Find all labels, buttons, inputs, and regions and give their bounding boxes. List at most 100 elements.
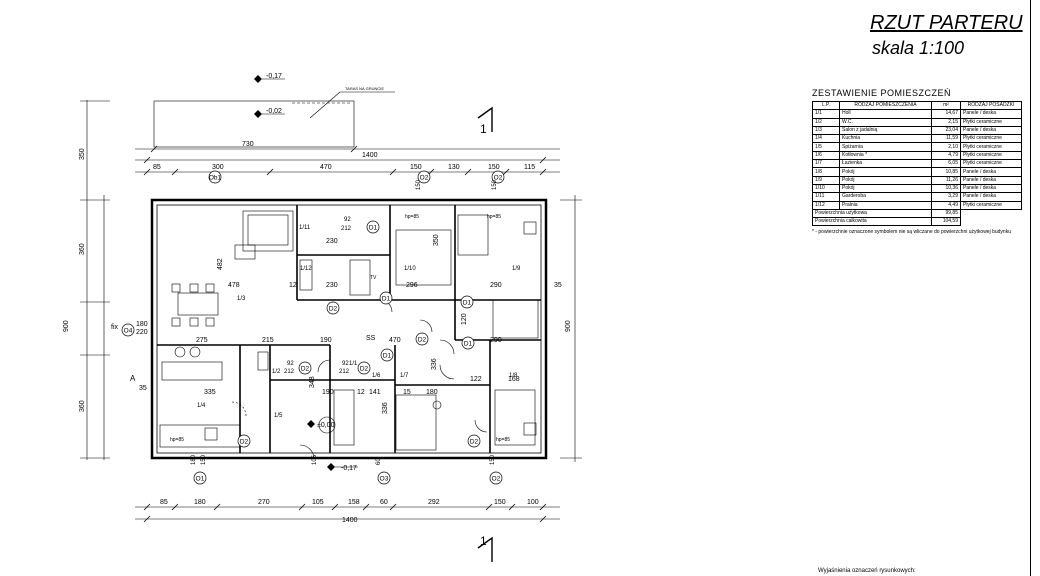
terrace-label: TARAS NA GRUNCIE xyxy=(345,86,384,91)
schedule-cell: Panele / deska xyxy=(960,192,1022,202)
door-swing xyxy=(419,319,433,333)
room-number: 1/3 xyxy=(237,296,246,302)
ss-label: SS xyxy=(366,335,376,342)
schedule-cell: Płytki ceramiczne xyxy=(960,134,1022,144)
schedule-cell: 1/4 xyxy=(812,134,840,144)
window-height: 150 xyxy=(201,454,207,465)
window-width: 150 xyxy=(492,179,498,190)
dim-text: 190 xyxy=(320,337,332,344)
dim-text: 350 xyxy=(433,234,440,246)
door-tag-label: D2 xyxy=(470,439,479,446)
col-header: RODZAJ POMIESZCZENIA xyxy=(839,100,932,111)
door-width: 92 xyxy=(344,217,351,223)
door-tag-circle xyxy=(121,323,135,337)
kitchen-sink xyxy=(204,427,218,441)
dim-tick-mark xyxy=(143,503,151,511)
dim-text: 180 xyxy=(194,499,206,506)
dim-text: 85 xyxy=(160,499,168,506)
schedule-cell: Salon z jadalnią xyxy=(839,125,932,136)
tv-label: TV xyxy=(370,275,377,281)
dim-tick-mark xyxy=(539,503,547,511)
door-swing xyxy=(439,339,455,355)
schedule-cell: 1/3 xyxy=(812,125,840,136)
level-label: -0,17 xyxy=(266,73,282,80)
dim-text: 290 xyxy=(490,337,502,344)
drawing-scale: skala 1:100 xyxy=(872,38,965,58)
dim-tick-mark xyxy=(266,168,274,176)
dim-text: 150 xyxy=(488,164,500,171)
door-tag-label: D2 xyxy=(329,306,338,313)
room-number: 1/4 xyxy=(197,403,206,409)
bed xyxy=(494,389,536,446)
dining-table xyxy=(177,292,219,316)
schedule-cell: 4,49 xyxy=(931,200,961,210)
furniture xyxy=(159,210,539,451)
door-width: 92 xyxy=(342,361,349,367)
dim-text: 270 xyxy=(258,499,270,506)
coffee-table xyxy=(234,244,256,260)
dim-text: 360 xyxy=(79,243,86,255)
schedule-cell: 1/10 xyxy=(812,183,840,194)
room-number: 1/9 xyxy=(512,266,521,272)
schedule-cell: Pralnia xyxy=(839,200,932,210)
door-tag-circle xyxy=(377,471,391,485)
axis-label: A xyxy=(130,374,136,383)
room-schedule-table: L.P. RODZAJ POMIESZCZENIA m² RODZAJ POSA… xyxy=(812,100,1022,227)
outer-wall xyxy=(150,198,548,460)
dim-text: 470 xyxy=(320,164,332,171)
dim-text: 12 xyxy=(357,389,365,396)
dim-text: 35 xyxy=(139,385,147,392)
dim-text: 215 xyxy=(262,337,274,344)
schedule-cell: Spiżarnia xyxy=(839,142,932,152)
schedule-cell: Kotłownia * xyxy=(839,150,932,161)
schedule-cell: Płytki ceramiczne xyxy=(960,159,1022,169)
schedule-cell: Panele / deska xyxy=(960,175,1022,185)
dim-text: 348 xyxy=(309,376,316,388)
bar-stool xyxy=(189,346,201,358)
door-tag-circle xyxy=(208,170,222,184)
level-label: ±0,00 xyxy=(317,422,335,429)
sill-height: hp=85 xyxy=(405,214,419,220)
dim-tick-mark xyxy=(485,503,493,511)
schedule-cell: Holl xyxy=(839,109,932,119)
door-tag-circle xyxy=(415,332,429,346)
dim-text: 12 xyxy=(289,282,297,289)
wc-toilet xyxy=(257,351,269,371)
schedule-cell: 1/2 xyxy=(812,117,840,127)
bar-stool xyxy=(174,346,186,358)
dim-text: 150 xyxy=(494,499,506,506)
stair-arc xyxy=(318,416,336,434)
door-tag-circle xyxy=(379,291,393,305)
dim-tick-mark xyxy=(502,168,510,176)
dim-tick-mark xyxy=(171,503,179,511)
door-tag-label: Ob1 xyxy=(209,175,222,182)
col-header: L.P. xyxy=(812,100,840,111)
dim-tick-mark xyxy=(143,156,151,164)
total-usable-value: 99,85 xyxy=(931,208,961,219)
dim-text: 470 xyxy=(389,337,401,344)
total-usable-label: Powierzchnia użytkowa xyxy=(812,208,932,219)
kitchen-island xyxy=(161,361,223,381)
dim-tick-mark xyxy=(362,503,370,511)
section-mark-bottom xyxy=(477,536,493,562)
window-width: 150 xyxy=(416,179,422,190)
desk xyxy=(523,422,537,436)
door-tag-label: D2 xyxy=(240,439,249,446)
schedule-cell: 3,29 xyxy=(931,192,961,202)
dim-text: 158 xyxy=(348,499,360,506)
room-number: 1/6 xyxy=(372,373,381,379)
schedule-cell: 1/8 xyxy=(812,167,840,177)
chair xyxy=(171,283,181,293)
door-width: 105 xyxy=(312,454,318,465)
kitchen-counter xyxy=(159,424,241,448)
dim-text: 130 xyxy=(448,164,460,171)
col-header: RODZAJ POSADZKI xyxy=(960,100,1022,111)
level-marker-icon xyxy=(254,75,262,83)
dim-text: 900 xyxy=(63,320,70,332)
